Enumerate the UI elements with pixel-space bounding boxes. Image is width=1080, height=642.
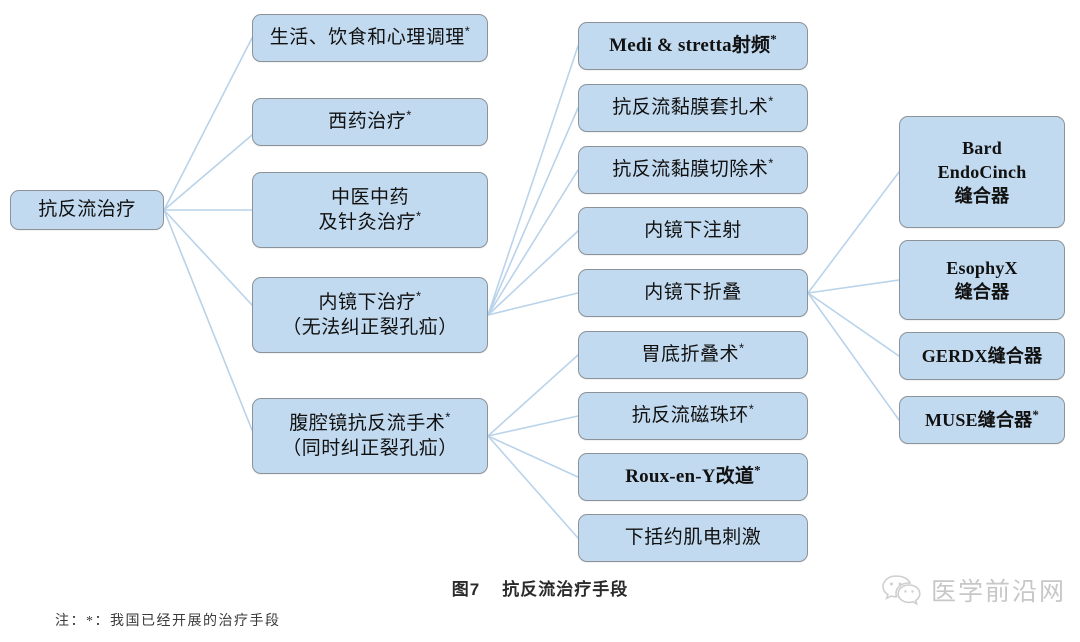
figure-caption-label: 图7 (451, 580, 481, 599)
edge-laparoscopic-to-les (487, 435, 579, 539)
node-les-stimulation[interactable]: 下括约肌电刺激 (578, 514, 808, 562)
node-root-label: 抗反流治疗 (38, 199, 136, 221)
node-endoscopic-injection-label: 内镜下注射 (644, 220, 742, 242)
footnote-star-icon: * (738, 340, 745, 356)
watermark: 医学前沿网 (881, 572, 1066, 608)
node-mucosal-ligation-label: 抗反流黏膜套扎术* (612, 93, 774, 119)
figure-footnote: 注：*：我国已经开展的治疗手段 (55, 614, 281, 629)
node-lifestyle-label: 生活、饮食和心理调理* (269, 23, 471, 49)
figure-caption: 图7 抗反流治疗手段 (0, 575, 1080, 600)
node-endoscopic-injection[interactable]: 内镜下注射 (578, 207, 808, 255)
node-muse-label: MUSE缝合器* (924, 406, 1040, 430)
footnote-star-icon: * (748, 401, 755, 417)
node-fundoplication-label: 胃底折叠术* (641, 340, 745, 366)
node-mucosal-resection[interactable]: 抗反流黏膜切除术* (578, 146, 808, 194)
footnote-star-icon: * (770, 31, 777, 47)
watermark-text: 医学前沿网 (930, 578, 1066, 606)
node-lifestyle[interactable]: 生活、饮食和心理调理* (252, 14, 488, 62)
edge-laparoscopic-to-fundoplication (487, 354, 579, 437)
footnote-star-icon: * (768, 155, 774, 171)
node-endoscopic-treatment[interactable]: 内镜下治疗* （无法纠正裂孔疝） (252, 277, 488, 353)
node-endoscopic-treatment-label: 内镜下治疗* （无法纠正裂孔疝） (282, 288, 458, 338)
edge-plication-to-gerdx (807, 292, 900, 357)
edge-root-to-laparoscopic (163, 209, 253, 431)
edge-endoscopic-to-stretta (487, 45, 579, 316)
node-stretta-label: Medi & stretta射频* (609, 31, 777, 57)
node-tcm[interactable]: 中医中药 及针灸治疗* (252, 172, 488, 248)
node-endoscopic-plication[interactable]: 内镜下折叠 (578, 269, 808, 317)
node-tcm-label: 中医中药 及针灸治疗* (318, 186, 422, 233)
edge-root-to-endoscopic (163, 209, 253, 306)
edge-laparoscopic-to-roux (487, 435, 579, 478)
footnote-star-icon: * (445, 409, 451, 425)
node-magnetic-beads[interactable]: 抗反流磁珠环* (578, 392, 808, 440)
edge-endoscopic-to-injection (487, 230, 579, 316)
footnote-star-icon: * (754, 462, 761, 478)
node-roux-en-y-label: Roux-en-Y改道* (625, 462, 761, 488)
footnote-star-icon: * (1032, 406, 1040, 422)
edge-root-to-western (163, 134, 253, 211)
node-bard-endocinch-label: Bard EndoCinch 缝合器 (937, 137, 1027, 207)
edge-plication-to-bard (807, 171, 900, 294)
edge-plication-to-muse (807, 292, 900, 421)
node-laparoscopic-surgery-label: 腹腔镜抗反流手术* （同时纠正裂孔疝） (282, 409, 458, 459)
node-roux-en-y[interactable]: Roux-en-Y改道* (578, 453, 808, 501)
footnote-star-icon: * (415, 288, 422, 304)
node-gerdx[interactable]: GERDX缝合器 (899, 332, 1065, 380)
footnote-star-icon: * (768, 93, 774, 109)
node-muse[interactable]: MUSE缝合器* (899, 396, 1065, 444)
edge-laparoscopic-to-beads (487, 415, 579, 437)
node-root[interactable]: 抗反流治疗 (10, 190, 164, 230)
node-western-medicine[interactable]: 西药治疗* (252, 98, 488, 146)
node-western-medicine-label: 西药治疗* (328, 107, 412, 133)
edge-endoscopic-to-plication (487, 292, 579, 316)
edge-root-to-lifestyle (163, 37, 253, 211)
node-mucosal-ligation[interactable]: 抗反流黏膜套扎术* (578, 84, 808, 132)
node-laparoscopic-surgery[interactable]: 腹腔镜抗反流手术* （同时纠正裂孔疝） (252, 398, 488, 474)
figure-caption-title: 抗反流治疗手段 (502, 580, 629, 599)
node-fundoplication[interactable]: 胃底折叠术* (578, 331, 808, 379)
node-les-stimulation-label: 下括约肌电刺激 (624, 527, 762, 549)
node-endoscopic-plication-label: 内镜下折叠 (644, 282, 742, 304)
node-esophyx-label: EsophyX 缝合器 (946, 257, 1018, 302)
node-gerdx-label: GERDX缝合器 (921, 345, 1043, 366)
footnote-star-icon: * (415, 208, 422, 224)
node-bard-endocinch[interactable]: Bard EndoCinch 缝合器 (899, 116, 1065, 228)
node-stretta[interactable]: Medi & stretta射频* (578, 22, 808, 70)
node-esophyx[interactable]: EsophyX 缝合器 (899, 240, 1065, 320)
node-magnetic-beads-label: 抗反流磁珠环* (631, 401, 755, 427)
edge-endoscopic-to-ligation (487, 107, 579, 316)
edge-plication-to-esophyx (807, 279, 900, 294)
footnote-star-icon: * (406, 107, 412, 123)
wechat-icon (881, 573, 921, 607)
footnote-star-icon: * (464, 23, 471, 39)
edge-endoscopic-to-resection (487, 169, 579, 316)
node-mucosal-resection-label: 抗反流黏膜切除术* (612, 155, 774, 181)
